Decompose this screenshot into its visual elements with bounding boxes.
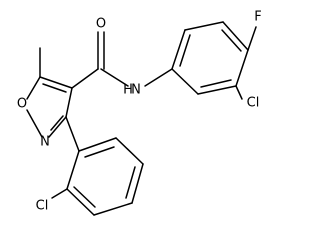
ring-bond-3 bbox=[222, 21, 249, 51]
bond-c3-aryl bbox=[65, 116, 80, 152]
fluorochlorophenyl-ring bbox=[171, 21, 257, 100]
ring-bond-4 bbox=[235, 49, 249, 87]
atom-label-nitrogen-amide: N bbox=[131, 83, 141, 98]
atom-label-chlorine-lower: Cl bbox=[36, 199, 49, 214]
ring-inner-1 bbox=[179, 34, 191, 67]
bond-n2-c3-inner bbox=[50, 115, 64, 131]
bond-n-aryl bbox=[144, 68, 173, 87]
structure-diagram: O N H F Cl O N Cl bbox=[17, 10, 262, 216]
chlorophenyl-ring bbox=[51, 116, 144, 216]
atom-label-oxygen-carbonyl: O bbox=[96, 17, 106, 32]
bond-c4-carbonyl bbox=[71, 68, 99, 89]
bond-carbonyl-n bbox=[100, 68, 129, 87]
lower-ring-bond-2 bbox=[115, 137, 144, 165]
bond-c5-o1 bbox=[26, 76, 41, 100]
atom-label-fluorine: F bbox=[254, 10, 261, 25]
bond-n2-c3 bbox=[48, 116, 67, 138]
molecule-canvas: O N H F Cl O N Cl bbox=[17, 10, 262, 216]
atom-label-hydrogen-amide: H bbox=[123, 83, 133, 98]
bond-c-f bbox=[247, 26, 257, 51]
bond-c-cl-upper bbox=[235, 85, 243, 100]
lower-ring-bond-6 bbox=[66, 150, 80, 190]
bond-c4-c5 bbox=[39, 76, 73, 89]
lower-ring-inner-3 bbox=[73, 186, 96, 208]
ring-bond-1 bbox=[171, 29, 186, 70]
lower-ring-inner-1 bbox=[84, 146, 115, 158]
ring-inner-3 bbox=[200, 79, 232, 88]
lower-ring-inner-2 bbox=[125, 166, 136, 199]
isoxazole-ring bbox=[26, 76, 73, 138]
bond-c4-c5-inner bbox=[42, 83, 67, 93]
ring-bond-6 bbox=[171, 68, 199, 95]
bond-c3-c4 bbox=[65, 87, 73, 118]
atom-label-nitrogen-ring: N bbox=[40, 135, 50, 150]
bond-o1-n2 bbox=[26, 109, 43, 138]
ring-bond-2 bbox=[184, 21, 224, 31]
bond-c-cl-lower bbox=[51, 188, 68, 199]
ring-bond-5 bbox=[197, 85, 237, 95]
lower-ring-bond-4 bbox=[93, 202, 133, 216]
lower-ring-bond-5 bbox=[66, 188, 95, 216]
amide-group bbox=[71, 31, 173, 89]
ring-inner-2 bbox=[221, 29, 242, 52]
atom-label-oxygen-ring: O bbox=[17, 97, 27, 112]
atom-label-chlorine-phenyl: Cl bbox=[247, 96, 260, 111]
lower-ring-bond-3 bbox=[131, 163, 144, 204]
lower-ring-bond-1 bbox=[78, 137, 117, 152]
